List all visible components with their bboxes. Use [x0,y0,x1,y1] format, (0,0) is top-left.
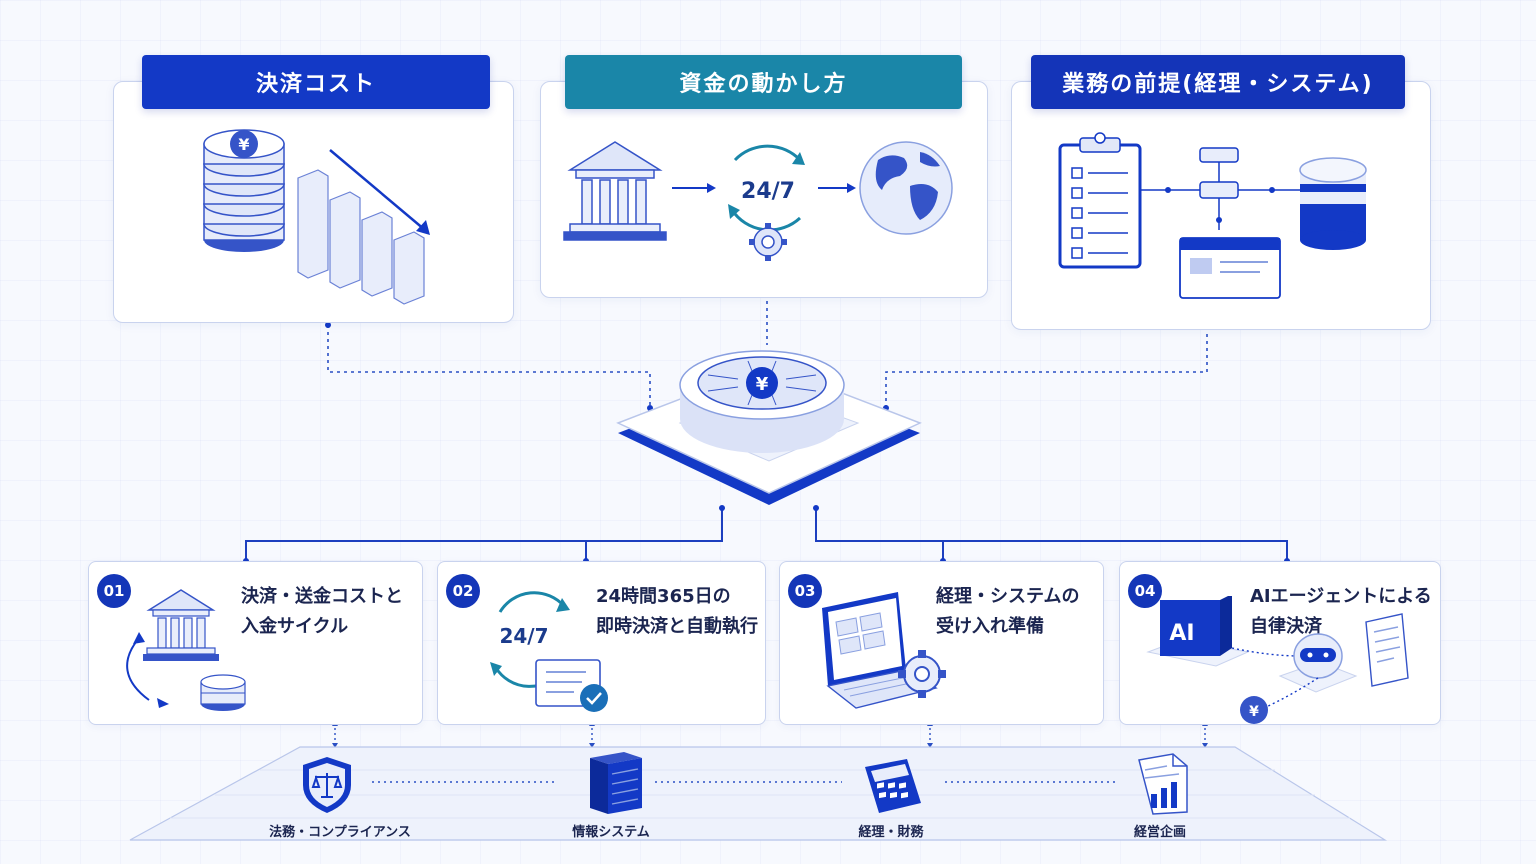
bank-247-globe-icon: 24/7 [563,141,953,261]
card-title-line1: 24時間365日の [596,586,731,607]
server-icon [590,752,642,814]
card-title-line2: 入金サイクル [241,616,349,637]
card-04: 04 AIエージェントによる 自律決済 AI ¥ [1119,561,1441,725]
bank-coin-cycle-icon [126,589,246,711]
laptop-gear-icon [822,592,946,709]
section-title-fund-movement: 資金の動かし方 [565,55,962,109]
section-title-business-premise: 業務の前提(経理・システム) [1031,55,1405,109]
yen-coins-decline-icon: ¥ [203,129,430,305]
card-cycle-label: 24/7 [499,624,548,648]
card-01: 01 決済・送金コストと 入金サイクル [88,561,423,725]
department-finance-label: 経理・財務 [858,825,924,840]
shield-scale-icon [303,757,351,813]
card-03: 03 経理・システムの 受け入れ準備 [779,561,1104,725]
card-title-line1: 経理・システムの [936,586,1080,607]
hub-yen-symbol: ¥ [756,374,769,395]
cycle-label: 24/7 [741,179,795,204]
section-title-settlement-cost: 決済コスト [142,55,490,109]
agent-yen-symbol: ¥ [1249,704,1259,720]
card-02: 02 24時間365日の 即時決済と自動執行 24/7 [437,561,766,725]
card-number-badge: 01 [97,574,131,608]
report-chart-icon [1138,753,1188,815]
yen-chip-platform-icon: ¥ [616,350,922,505]
ai-label: AI [1169,621,1194,646]
card-number-badge: 02 [446,574,480,608]
checklist-flow-database-icon [1058,132,1367,299]
card-number-badge: 03 [788,574,822,608]
card-title: 経理・システムの 受け入れ準備 [936,582,1079,642]
card-title-line2: 自律決済 [1250,616,1322,637]
card-title: 24時間365日の 即時決済と自動執行 [596,582,758,642]
card-title-line1: AIエージェントによる [1250,586,1432,607]
department-it-label: 情報システム [572,825,650,840]
department-planning-label: 経営企画 [1133,825,1187,840]
card-number-badge: 04 [1128,574,1162,608]
card-title: AIエージェントによる 自律決済 [1250,582,1432,642]
svg-text:¥: ¥ [238,135,249,154]
ai-agent-robot-icon: AI ¥ [1146,596,1409,724]
card-title: 決済・送金コストと 入金サイクル [241,582,403,642]
calculator-icon [865,759,921,813]
card-title-line1: 決済・送金コストと [241,586,403,607]
clock-247-document-check-icon: 24/7 [490,591,608,712]
card-title-line2: 即時決済と自動執行 [596,616,758,637]
card-title-line2: 受け入れ準備 [936,616,1044,637]
department-legal-label: 法務・コンプライアンス [269,825,411,840]
